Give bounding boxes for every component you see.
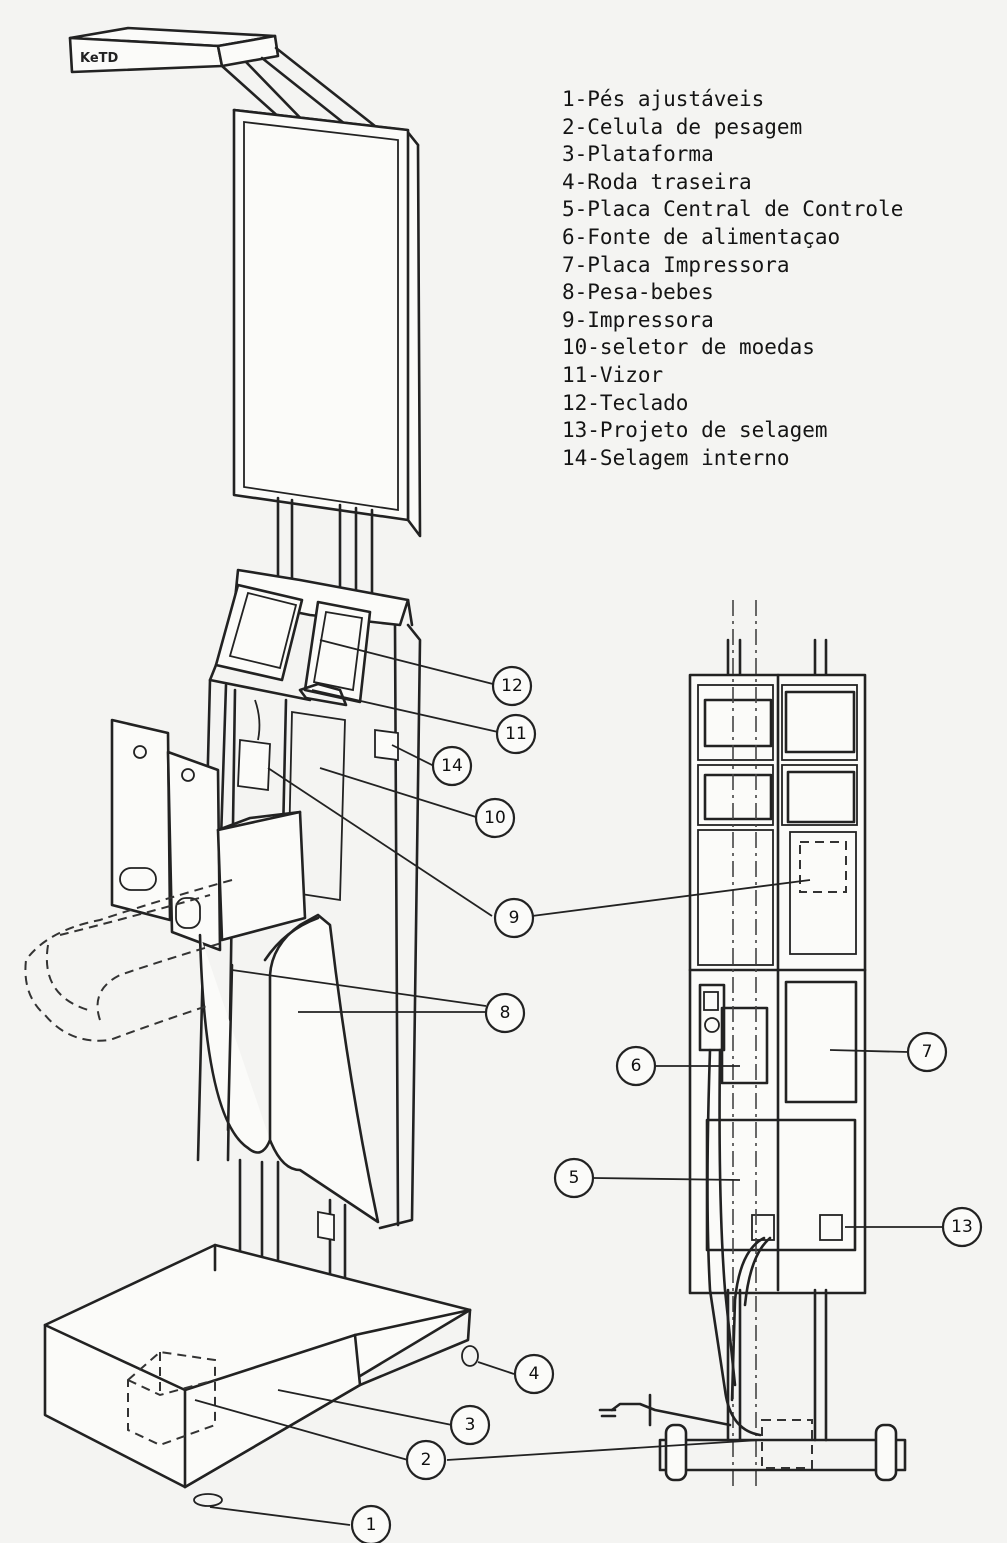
top-sign-box: KeTD <box>68 26 382 138</box>
legend-item: 12-Teclado <box>562 390 689 415</box>
callout-8: 8 <box>484 992 526 1034</box>
baby-scale-tray <box>24 879 380 1224</box>
parts-legend: 1-Pés ajustáveis 2-Celula de pesagem 3-P… <box>562 86 903 472</box>
kiosk-front-view: KeTD <box>24 26 515 1526</box>
svg-text:13: 13 <box>951 1217 973 1237</box>
svg-text:1: 1 <box>366 1515 377 1535</box>
legend-item: 8-Pesa-bebes <box>562 280 714 305</box>
callout-9: 9 <box>493 897 535 939</box>
callout-4: 4 <box>513 1353 555 1395</box>
callout-14: 14 <box>431 745 473 787</box>
svg-text:10: 10 <box>484 808 506 828</box>
lower-mast <box>238 1158 347 1334</box>
logo-text: KeTD <box>80 51 119 66</box>
left-leader-lines <box>194 639 515 1526</box>
legend-item: 10-seletor de moedas <box>562 335 815 360</box>
right-leader-lines <box>446 879 942 1461</box>
svg-text:9: 9 <box>509 908 520 928</box>
callout-1: 1 <box>350 1504 392 1543</box>
callout-6: 6 <box>615 1045 657 1087</box>
scale-platform <box>43 1243 479 1507</box>
printer-bracket <box>110 718 307 952</box>
callout-11: 11 <box>495 713 537 755</box>
legend-item: 14-Selagem interno <box>562 445 790 470</box>
callout-5: 5 <box>553 1157 595 1199</box>
svg-text:5: 5 <box>569 1168 580 1188</box>
legend-item: 6-Fonte de alimentaçao <box>562 224 841 249</box>
callout-7: 7 <box>906 1031 948 1073</box>
svg-text:4: 4 <box>529 1364 540 1384</box>
callout-3: 3 <box>449 1404 491 1446</box>
svg-text:12: 12 <box>501 676 523 696</box>
callout-10: 10 <box>474 797 516 839</box>
legend-item: 2-Celula de pesagem <box>562 114 803 139</box>
legend-item: 7-Placa Impressora <box>562 252 790 277</box>
legend-item: 4-Roda traseira <box>562 169 752 194</box>
legend-item: 1-Pés ajustáveis <box>562 87 765 111</box>
callout-2: 2 <box>405 1439 447 1481</box>
svg-text:11: 11 <box>505 724 527 744</box>
legend-item: 11-Vizor <box>562 362 664 387</box>
svg-text:8: 8 <box>500 1003 511 1023</box>
kiosk-body <box>196 623 422 1230</box>
svg-text:14: 14 <box>441 756 463 776</box>
kiosk-head <box>208 568 414 707</box>
legend-item: 5-Placa Central de Controle <box>562 197 904 222</box>
svg-text:6: 6 <box>631 1056 642 1076</box>
callout-13: 13 <box>941 1206 983 1248</box>
svg-text:7: 7 <box>922 1042 933 1062</box>
svg-text:3: 3 <box>465 1415 476 1435</box>
legend-item: 3-Plataforma <box>562 142 714 167</box>
kiosk-back-view <box>446 600 942 1490</box>
upper-mast <box>276 496 374 602</box>
legend-item: 9-Impressora <box>562 307 714 332</box>
advertising-panel <box>232 108 422 538</box>
svg-text:2: 2 <box>421 1450 432 1470</box>
legend-item: 13-Projeto de selagem <box>562 418 828 443</box>
callout-12: 12 <box>491 665 533 707</box>
